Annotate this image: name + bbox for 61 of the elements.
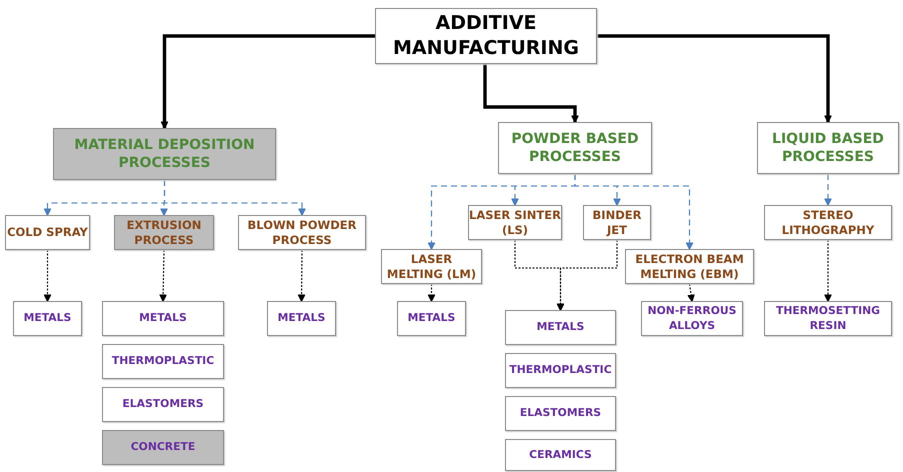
arrow: [687, 284, 695, 302]
node-label: THERMOPLASTIC: [112, 354, 214, 369]
arrow: [298, 250, 306, 302]
root-box: [375, 8, 597, 64]
node-label: CERAMICS: [529, 448, 592, 462]
category-box: [498, 122, 652, 174]
material-box: [505, 353, 616, 388]
process-box: [764, 205, 892, 240]
node-label: STEREO LITHOGRAPHY: [780, 208, 876, 238]
node-label: ADDITIVE MANUFACTURING: [392, 11, 580, 61]
arrow: [164, 180, 306, 216]
node-label: CONCRETE: [130, 440, 196, 455]
node-label: EXTRUSION PROCESS: [126, 218, 202, 248]
category-box: [53, 128, 276, 180]
arrow: [428, 284, 436, 302]
node-label: THERMOSETTING RESIN: [774, 304, 882, 333]
material-box: [102, 344, 224, 379]
material-box: [267, 301, 336, 336]
node-label: MATERIAL DEPOSITION PROCESSES: [73, 136, 256, 172]
node-label: ELECTRON BEAM MELTING (EBM): [634, 252, 745, 282]
node-label: METALS: [278, 311, 326, 326]
node-label: METALS: [536, 320, 584, 335]
process-box: [114, 215, 214, 250]
arrow: [824, 240, 832, 302]
node-label: LASER MELTING (LM): [386, 252, 478, 282]
node-label: COLD SPRAY: [7, 225, 88, 240]
material-box: [641, 301, 743, 336]
process-box: [238, 215, 366, 250]
node-label: BLOWN POWDER PROCESS: [246, 218, 358, 248]
material-box: [505, 396, 616, 431]
node-label: METALS: [139, 311, 187, 326]
arrow: [556, 240, 618, 312]
material-box: [397, 301, 466, 336]
node-label: ELASTOMERS: [122, 397, 204, 412]
node-label: ELASTOMERS: [520, 406, 602, 421]
node-label: METALS: [24, 311, 72, 326]
node-label: BINDER JET: [592, 208, 642, 238]
arrow: [574, 174, 694, 250]
process-box: [583, 205, 651, 240]
category-box: [757, 122, 899, 174]
material-box: [505, 439, 616, 471]
material-box: [102, 430, 224, 465]
process-box: [5, 215, 90, 250]
arrow: [159, 250, 167, 302]
node-label: THERMOPLASTIC: [509, 363, 612, 378]
node-label: LASER SINTER (LS): [469, 208, 561, 238]
material-box: [13, 301, 82, 336]
material-box: [764, 301, 892, 336]
arrow: [44, 250, 52, 302]
arrow: [483, 64, 579, 124]
material-box: [102, 387, 224, 422]
process-box: [625, 249, 754, 284]
material-box: [505, 310, 616, 345]
node-label: POWDER BASED PROCESSES: [510, 130, 640, 166]
node-label: NON-FERROUS ALLOYS: [646, 304, 738, 333]
node-label: METALS: [408, 311, 456, 326]
arrow: [824, 174, 832, 206]
material-box: [102, 301, 224, 336]
node-label: LIQUID BASED PROCESSES: [771, 130, 885, 166]
arrow: [597, 34, 832, 124]
arrow: [160, 34, 375, 130]
